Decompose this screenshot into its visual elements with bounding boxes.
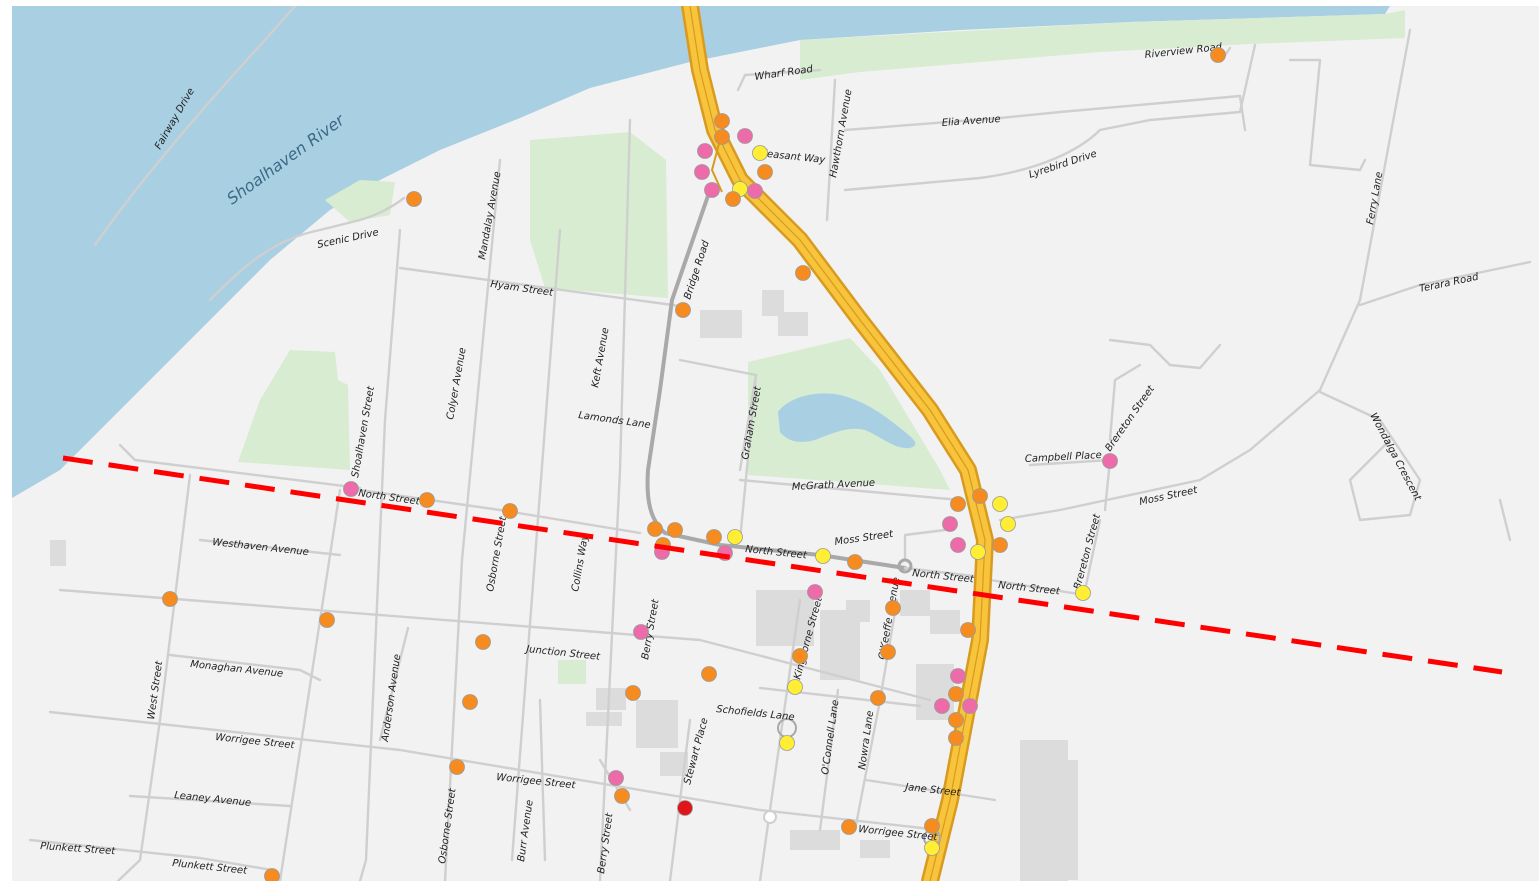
- orange-marker[interactable]: [614, 788, 630, 804]
- street-label: Campbell Place: [1025, 450, 1103, 465]
- red-marker[interactable]: [677, 800, 693, 816]
- orange-marker[interactable]: [948, 712, 964, 728]
- yellow-marker[interactable]: [992, 496, 1008, 512]
- orange-marker[interactable]: [502, 503, 518, 519]
- orange-marker[interactable]: [847, 554, 863, 570]
- orange-marker[interactable]: [647, 521, 663, 537]
- yellow-marker[interactable]: [752, 145, 768, 161]
- orange-marker[interactable]: [992, 537, 1008, 553]
- park-north: [530, 132, 668, 298]
- orange-marker[interactable]: [625, 685, 641, 701]
- buildings: [50, 290, 1078, 881]
- pink-marker[interactable]: [950, 668, 966, 684]
- park-west: [238, 350, 350, 470]
- orange-marker[interactable]: [795, 265, 811, 281]
- yellow-marker[interactable]: [787, 679, 803, 695]
- orange-marker[interactable]: [960, 622, 976, 638]
- pink-marker[interactable]: [343, 481, 359, 497]
- orange-marker[interactable]: [675, 302, 691, 318]
- orange-marker[interactable]: [725, 191, 741, 207]
- pink-marker[interactable]: [608, 770, 624, 786]
- orange-marker[interactable]: [406, 191, 422, 207]
- highway: [681, 6, 994, 881]
- park-small: [558, 660, 586, 684]
- pink-marker[interactable]: [962, 698, 978, 714]
- yellow-marker[interactable]: [970, 544, 986, 560]
- orange-marker[interactable]: [792, 648, 808, 664]
- yellow-marker[interactable]: [779, 735, 795, 751]
- orange-marker[interactable]: [419, 492, 435, 508]
- orange-marker[interactable]: [714, 113, 730, 129]
- orange-marker[interactable]: [757, 164, 773, 180]
- orange-marker[interactable]: [870, 690, 886, 706]
- park-riverside: [800, 10, 1405, 80]
- pink-marker[interactable]: [737, 128, 753, 144]
- pond: [778, 393, 916, 449]
- orange-marker[interactable]: [319, 612, 335, 628]
- orange-marker[interactable]: [885, 600, 901, 616]
- street-label: Plunkett Street: [40, 841, 117, 857]
- orange-marker[interactable]: [841, 819, 857, 835]
- street-label: McGrath Avenue: [792, 478, 876, 493]
- yellow-marker[interactable]: [727, 529, 743, 545]
- orange-marker[interactable]: [667, 522, 683, 538]
- orange-marker[interactable]: [948, 686, 964, 702]
- orange-marker[interactable]: [950, 496, 966, 512]
- orange-marker[interactable]: [714, 129, 730, 145]
- pink-marker[interactable]: [747, 183, 763, 199]
- markers: [162, 47, 1226, 881]
- yellow-marker[interactable]: [1000, 516, 1016, 532]
- pink-marker[interactable]: [950, 537, 966, 553]
- orange-marker[interactable]: [880, 644, 896, 660]
- pink-marker[interactable]: [704, 182, 720, 198]
- orange-marker[interactable]: [475, 634, 491, 650]
- orange-marker[interactable]: [972, 488, 988, 504]
- yellow-marker[interactable]: [924, 840, 940, 856]
- street-label: Elia Avenue: [941, 114, 1001, 129]
- orange-marker[interactable]: [264, 868, 280, 881]
- pink-marker[interactable]: [934, 698, 950, 714]
- yellow-marker[interactable]: [1075, 585, 1091, 601]
- orange-marker[interactable]: [924, 818, 940, 834]
- orange-marker[interactable]: [462, 694, 478, 710]
- pink-marker[interactable]: [1102, 453, 1118, 469]
- orange-marker[interactable]: [701, 666, 717, 682]
- minor-roads: [28, 6, 1532, 881]
- boundary-dashed-line: [62, 455, 1503, 675]
- park-scenic: [325, 180, 395, 222]
- pink-marker[interactable]: [807, 584, 823, 600]
- pink-marker[interactable]: [633, 624, 649, 640]
- yellow-marker[interactable]: [815, 548, 831, 564]
- orange-marker[interactable]: [449, 759, 465, 775]
- pink-marker[interactable]: [694, 164, 710, 180]
- pink-marker[interactable]: [697, 143, 713, 159]
- orange-marker[interactable]: [1210, 47, 1226, 63]
- orange-marker[interactable]: [706, 529, 722, 545]
- orange-marker[interactable]: [948, 730, 964, 746]
- shoalhaven-river: [12, 6, 1390, 498]
- orange-marker[interactable]: [162, 591, 178, 607]
- pink-marker[interactable]: [942, 516, 958, 532]
